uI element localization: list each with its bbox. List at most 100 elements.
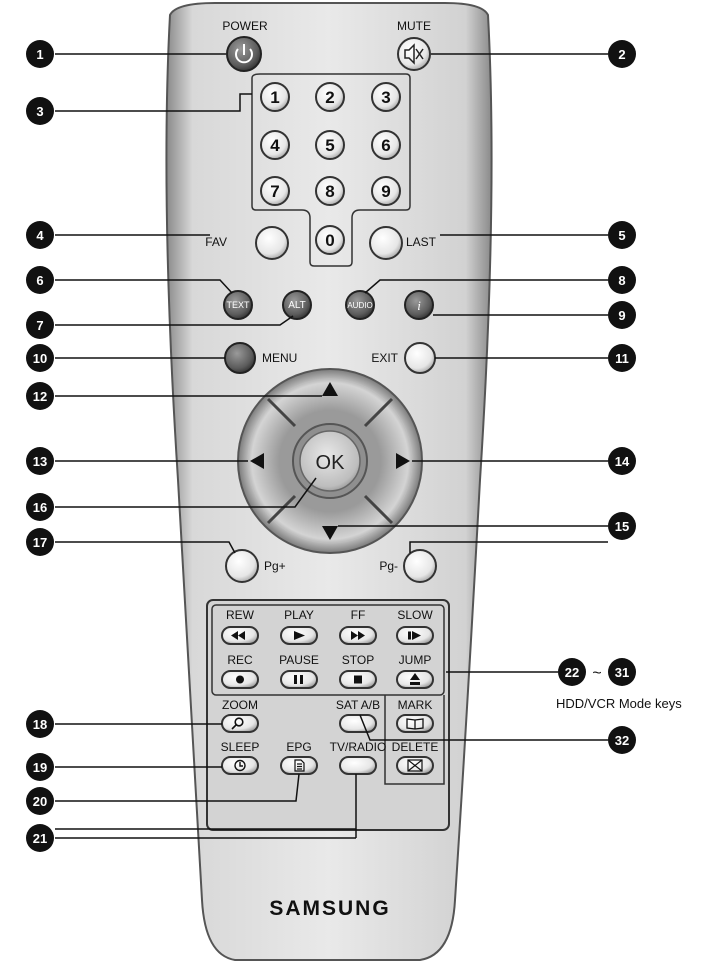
callout-1-text: 1	[36, 47, 43, 62]
exit-label: EXIT	[371, 351, 398, 365]
rec-button[interactable]	[221, 670, 259, 689]
callout-20-text: 20	[33, 794, 47, 809]
samsung-logo: SAMSUNG	[269, 897, 390, 920]
mute-label: MUTE	[397, 19, 431, 33]
jump-button[interactable]	[396, 670, 434, 689]
fav-button[interactable]	[255, 226, 289, 260]
zoom-button[interactable]	[221, 714, 259, 733]
digit-6-label: 6	[381, 136, 390, 155]
power-icon	[235, 44, 253, 64]
delete-button[interactable]	[396, 756, 434, 775]
digit-2-label: 2	[325, 88, 334, 107]
arrow-down-button[interactable]	[322, 526, 338, 540]
page-down-label: Pg-	[379, 559, 398, 573]
hdd-vcr-mode-keys-label: HDD/VCR Mode keys	[556, 696, 682, 711]
sleep-button[interactable]	[221, 756, 259, 775]
page-up-button[interactable]	[225, 549, 259, 583]
digit-button-2[interactable]: 2	[315, 82, 345, 112]
magnifier-icon	[231, 717, 244, 730]
tv-radio-label: TV/RADIO	[330, 740, 387, 754]
digit-button-9[interactable]: 9	[371, 176, 401, 206]
slow-button[interactable]	[396, 626, 434, 645]
callout-11-text: 11	[615, 351, 629, 366]
epg-button[interactable]	[280, 756, 318, 775]
callout-4: 4	[26, 221, 54, 249]
text-button[interactable]: TEXT	[223, 290, 253, 320]
digit-5-label: 5	[325, 136, 334, 155]
ff-label: FF	[351, 608, 366, 622]
rewind-icon	[231, 631, 245, 640]
callout-range-separator: ~	[592, 665, 601, 682]
callout-19-text: 19	[33, 760, 47, 775]
zoom-label: ZOOM	[222, 698, 258, 712]
sat-ab-button[interactable]	[339, 714, 377, 733]
text-button-label: TEXT	[226, 300, 250, 310]
rew-button[interactable]	[221, 626, 259, 645]
digit-1-label: 1	[270, 88, 279, 107]
play-button[interactable]	[280, 626, 318, 645]
stop-button[interactable]	[339, 670, 377, 689]
tv-radio-button[interactable]	[339, 756, 377, 775]
pause-label: PAUSE	[279, 653, 319, 667]
callout-17: 17	[26, 528, 54, 556]
digit-button-6[interactable]: 6	[371, 130, 401, 160]
audio-button[interactable]: AUDIO	[345, 290, 375, 320]
menu-label: MENU	[262, 351, 297, 365]
epg-label: EPG	[286, 740, 311, 754]
callout-9-text: 9	[618, 308, 625, 323]
leader-lines	[55, 53, 608, 830]
digit-button-7[interactable]: 7	[260, 176, 290, 206]
audio-button-label: AUDIO	[347, 301, 372, 310]
callout-19: 19	[26, 753, 54, 781]
last-button[interactable]	[369, 226, 403, 260]
callout-31: 31	[608, 658, 636, 686]
arrow-right-button[interactable]	[396, 453, 410, 469]
callout-32: 32	[608, 726, 636, 754]
info-button[interactable]: i	[404, 290, 434, 320]
jump-icon	[410, 673, 420, 685]
callout-12: 12	[26, 382, 54, 410]
digit-button-4[interactable]: 4	[260, 130, 290, 160]
menu-button[interactable]	[224, 342, 256, 374]
exit-button[interactable]	[404, 342, 436, 374]
arrow-up-button[interactable]	[322, 382, 338, 396]
slow-icon	[408, 631, 421, 640]
callout-3: 3	[26, 97, 54, 125]
callout-20: 20	[26, 787, 54, 815]
last-label: LAST	[406, 235, 437, 249]
sat-ab-label: SAT A/B	[336, 698, 380, 712]
play-label: PLAY	[284, 608, 314, 622]
digit-button-5[interactable]: 5	[315, 130, 345, 160]
alt-button[interactable]: ALT	[282, 290, 312, 320]
callout-12-text: 12	[33, 389, 47, 404]
pause-button[interactable]	[280, 670, 318, 689]
mark-button[interactable]	[396, 714, 434, 733]
delete-icon	[407, 759, 423, 772]
callout-21-text: 21	[33, 831, 47, 846]
clock-icon	[234, 759, 246, 772]
callout-17-text: 17	[33, 535, 47, 550]
callout-6: 6	[26, 266, 54, 294]
arrow-left-button[interactable]	[250, 453, 264, 469]
digit-button-8[interactable]: 8	[315, 176, 345, 206]
fast-forward-icon	[351, 631, 365, 640]
page-down-button[interactable]	[403, 549, 437, 583]
callout-7-text: 7	[36, 318, 43, 333]
alt-button-label: ALT	[288, 300, 306, 311]
digit-button-0[interactable]: 0	[315, 225, 345, 255]
info-icon: i	[417, 298, 421, 313]
callout-2-text: 2	[618, 47, 625, 62]
record-icon	[236, 675, 244, 684]
digit-button-3[interactable]: 3	[371, 82, 401, 112]
digit-button-1[interactable]: 1	[260, 82, 290, 112]
guide-document-icon	[294, 759, 305, 772]
stop-label: STOP	[342, 653, 374, 667]
ok-button[interactable]	[299, 430, 361, 492]
ff-button[interactable]	[339, 626, 377, 645]
callouts: 1 2 3 4 5 6 7 8 9 10 11 12 13 14 15 16 1…	[26, 40, 682, 852]
callout-1: 1	[26, 40, 54, 68]
callout-2: 2	[608, 40, 636, 68]
fav-label: FAV	[205, 235, 227, 249]
callout-6-text: 6	[36, 273, 43, 288]
rec-label: REC	[227, 653, 253, 667]
